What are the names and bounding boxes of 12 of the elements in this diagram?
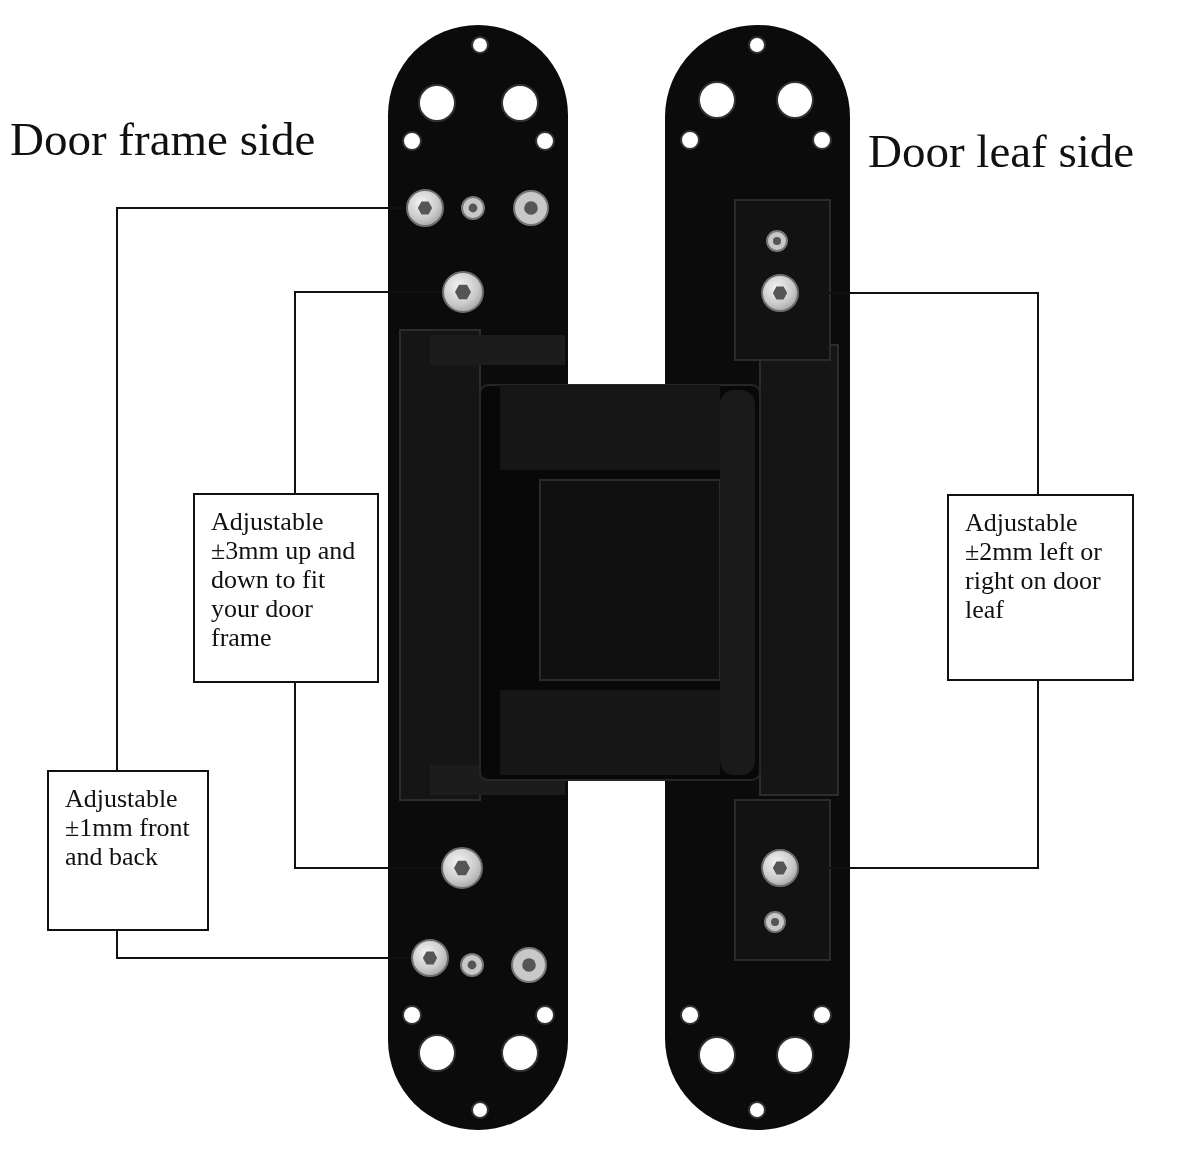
leader-line [116, 930, 412, 959]
callout-box [47, 770, 209, 931]
callout-text: Adjustable ±2mm left or right on door leaf [965, 508, 1104, 625]
callout-box [193, 493, 379, 683]
callout-text: Adjustable ±3mm up and down to fit your door frame [211, 507, 357, 653]
leader-line [294, 291, 443, 494]
side-heading: Door frame side [10, 116, 316, 163]
leader-line [294, 682, 442, 869]
side-heading: Door leaf side [868, 128, 1135, 175]
callout-box [947, 494, 1134, 681]
callout-text: Adjustable ±1mm front and back [65, 784, 191, 872]
leader-line [116, 207, 407, 771]
